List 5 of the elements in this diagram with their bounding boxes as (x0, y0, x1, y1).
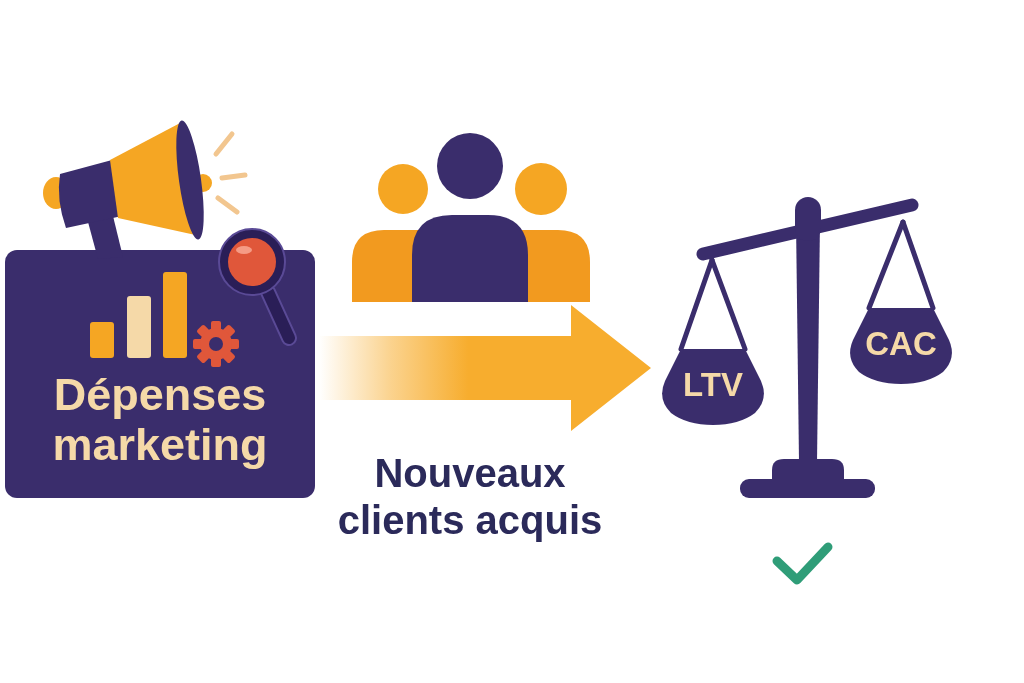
marketing-panel (5, 250, 315, 498)
pan-label: LTV (683, 367, 743, 403)
arrow (319, 305, 651, 431)
panel-title: Dépenses marketing (51, 370, 269, 470)
pan-label: CAC (865, 326, 937, 362)
